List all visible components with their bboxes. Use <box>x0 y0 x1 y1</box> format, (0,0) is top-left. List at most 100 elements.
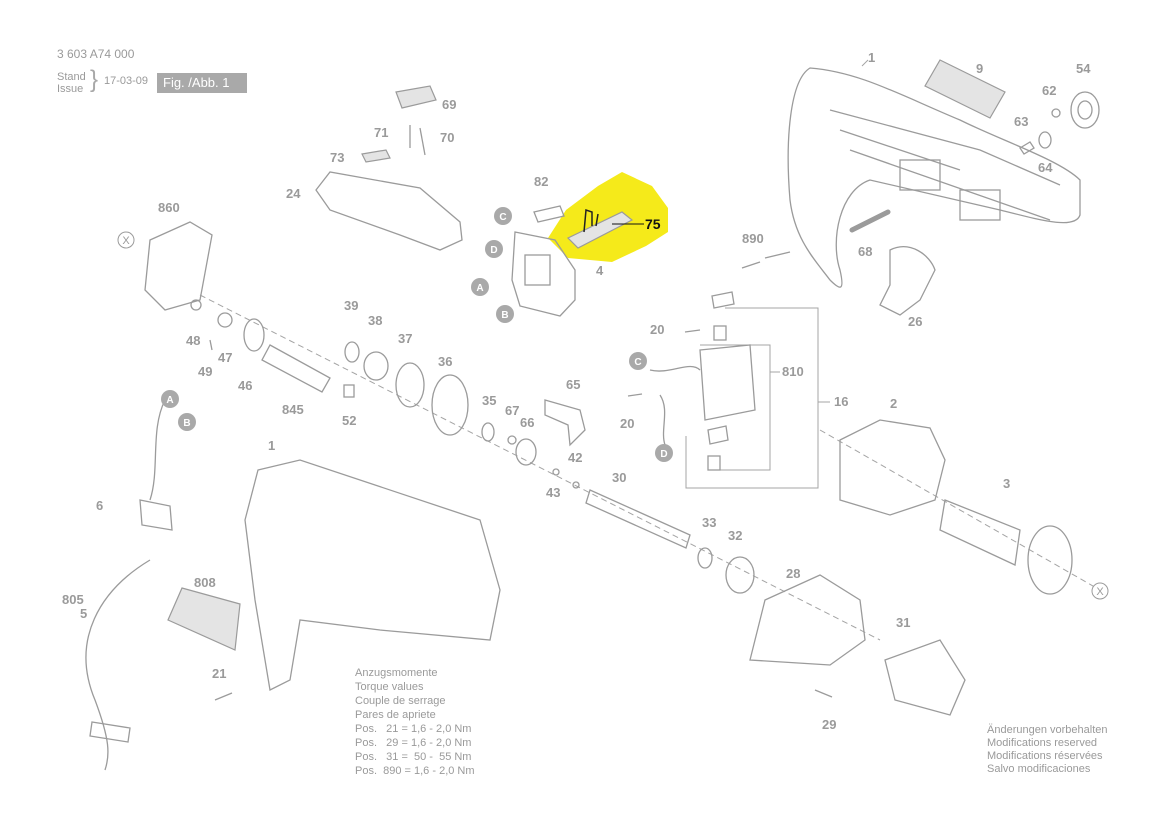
svg-text:D: D <box>490 245 497 256</box>
bracket-16 <box>685 307 819 489</box>
part-carbon-brush-bottom <box>707 455 721 471</box>
callout-70: 70 <box>440 130 454 145</box>
callout-32: 32 <box>728 528 742 543</box>
svg-text:D: D <box>660 449 667 460</box>
callout-69: 69 <box>442 97 456 112</box>
svg-text:B: B <box>183 418 190 429</box>
part-43-ball <box>552 468 560 476</box>
part-65-lever <box>544 399 586 447</box>
callout-1a: 1 <box>868 50 875 65</box>
callout-30: 30 <box>612 470 626 485</box>
part-860-gear-housing <box>144 221 213 311</box>
callout-38: 38 <box>368 313 382 328</box>
part-73-plate <box>361 149 391 163</box>
marker-c-switch: C <box>494 207 512 225</box>
part-6-cable-guard <box>139 499 173 531</box>
callout-68: 68 <box>858 244 872 259</box>
callout-36: 36 <box>438 354 452 369</box>
callout-35: 35 <box>482 393 496 408</box>
issue-date: 17-03-09 <box>104 75 149 87</box>
torque-spec-21: Pos. 21 = 1,6 - 2,0 Nm <box>355 723 472 735</box>
callout-29: 29 <box>822 717 836 732</box>
callout-43: 43 <box>546 485 560 500</box>
part-5-plug <box>89 721 131 743</box>
part-6-cable-lead <box>149 399 166 501</box>
stand-label: Stand <box>57 71 86 83</box>
callout-26: 26 <box>908 314 922 329</box>
marker-x-left: X <box>117 231 135 249</box>
part-890-screw <box>741 251 791 269</box>
callout-73: 73 <box>330 150 344 165</box>
part-70-pin <box>419 127 426 156</box>
part-38-bearing <box>363 351 389 381</box>
callout-62: 62 <box>1042 83 1056 98</box>
svg-text:C: C <box>499 212 506 223</box>
part-75-switch-lever <box>566 208 634 249</box>
svg-text:A: A <box>166 395 173 406</box>
brace-glyph: } <box>90 66 99 93</box>
callout-54: 54 <box>1076 61 1091 76</box>
torque-heading-en: Torque values <box>355 681 424 693</box>
part-46-gear <box>243 318 265 352</box>
callout-890: 890 <box>742 231 764 246</box>
part-62-ring <box>1051 108 1061 118</box>
part-21-screw <box>214 692 233 701</box>
part-3-fan <box>1027 525 1073 595</box>
callout-4: 4 <box>596 263 604 278</box>
part-69-button <box>395 85 437 109</box>
part-carbon-brush-top <box>713 325 727 341</box>
callout-808: 808 <box>194 575 216 590</box>
part-9-label-plate <box>924 59 1006 119</box>
part-30-drive-shaft <box>585 489 691 549</box>
modifications-fr: Modifications réservées <box>987 750 1103 762</box>
callout-16: 16 <box>834 394 848 409</box>
part-brush-holder-top <box>711 291 735 309</box>
torque-heading-de: Anzugsmomente <box>355 667 438 679</box>
part-35-ring <box>481 422 495 442</box>
part-24-cover <box>315 171 463 251</box>
marker-c-electronics: C <box>629 352 647 370</box>
document-number: 3 603 A74 000 <box>57 47 135 61</box>
part-4-switch <box>511 231 576 317</box>
marker-x-right: X <box>1091 582 1109 600</box>
callout-47: 47 <box>218 350 232 365</box>
part-37-gear <box>395 362 425 408</box>
part-brush-holder-bottom <box>707 425 729 445</box>
assembly-axis <box>199 294 881 641</box>
callout-37: 37 <box>398 331 412 346</box>
svg-text:X: X <box>122 235 130 247</box>
stand-issue-label: Stand Issue <box>57 71 86 95</box>
callout-845: 845 <box>282 402 304 417</box>
callout-33: 33 <box>702 515 716 530</box>
callout-24: 24 <box>286 186 301 201</box>
part-49-pin <box>209 339 213 351</box>
bracket-810 <box>700 344 771 471</box>
part-39-pinion <box>344 341 360 363</box>
callout-39: 39 <box>344 298 358 313</box>
part-32-bearing <box>725 556 755 594</box>
part-67-pin <box>507 435 517 445</box>
wiring <box>649 365 701 446</box>
part-2-field-coil <box>839 419 946 516</box>
callout-2: 2 <box>890 396 897 411</box>
callout-9: 9 <box>976 61 983 76</box>
part-electronics-module <box>699 344 756 421</box>
svg-text:B: B <box>501 310 508 321</box>
callout-48: 48 <box>186 333 200 348</box>
torque-spec-890: Pos. 890 = 1,6 - 2,0 Nm <box>355 765 475 777</box>
callout-28: 28 <box>786 566 800 581</box>
torque-heading-fr: Couple de serrage <box>355 695 446 707</box>
callout-71: 71 <box>374 125 388 140</box>
leader-1a <box>861 59 869 67</box>
callout-49: 49 <box>198 364 212 379</box>
figure-label: Fig. /Abb. 1 <box>157 73 247 93</box>
part-20-screw-upper <box>684 329 701 333</box>
issue-label: Issue <box>57 83 84 95</box>
callout-31: 31 <box>896 615 910 630</box>
torque-spec-29: Pos. 29 = 1,6 - 2,0 Nm <box>355 737 472 749</box>
part-42-ball <box>572 481 580 489</box>
torque-spec-31: Pos. 31 = 50 - 55 Nm <box>355 751 472 763</box>
callout-42: 42 <box>568 450 582 465</box>
marker-a-cable: A <box>161 390 179 408</box>
